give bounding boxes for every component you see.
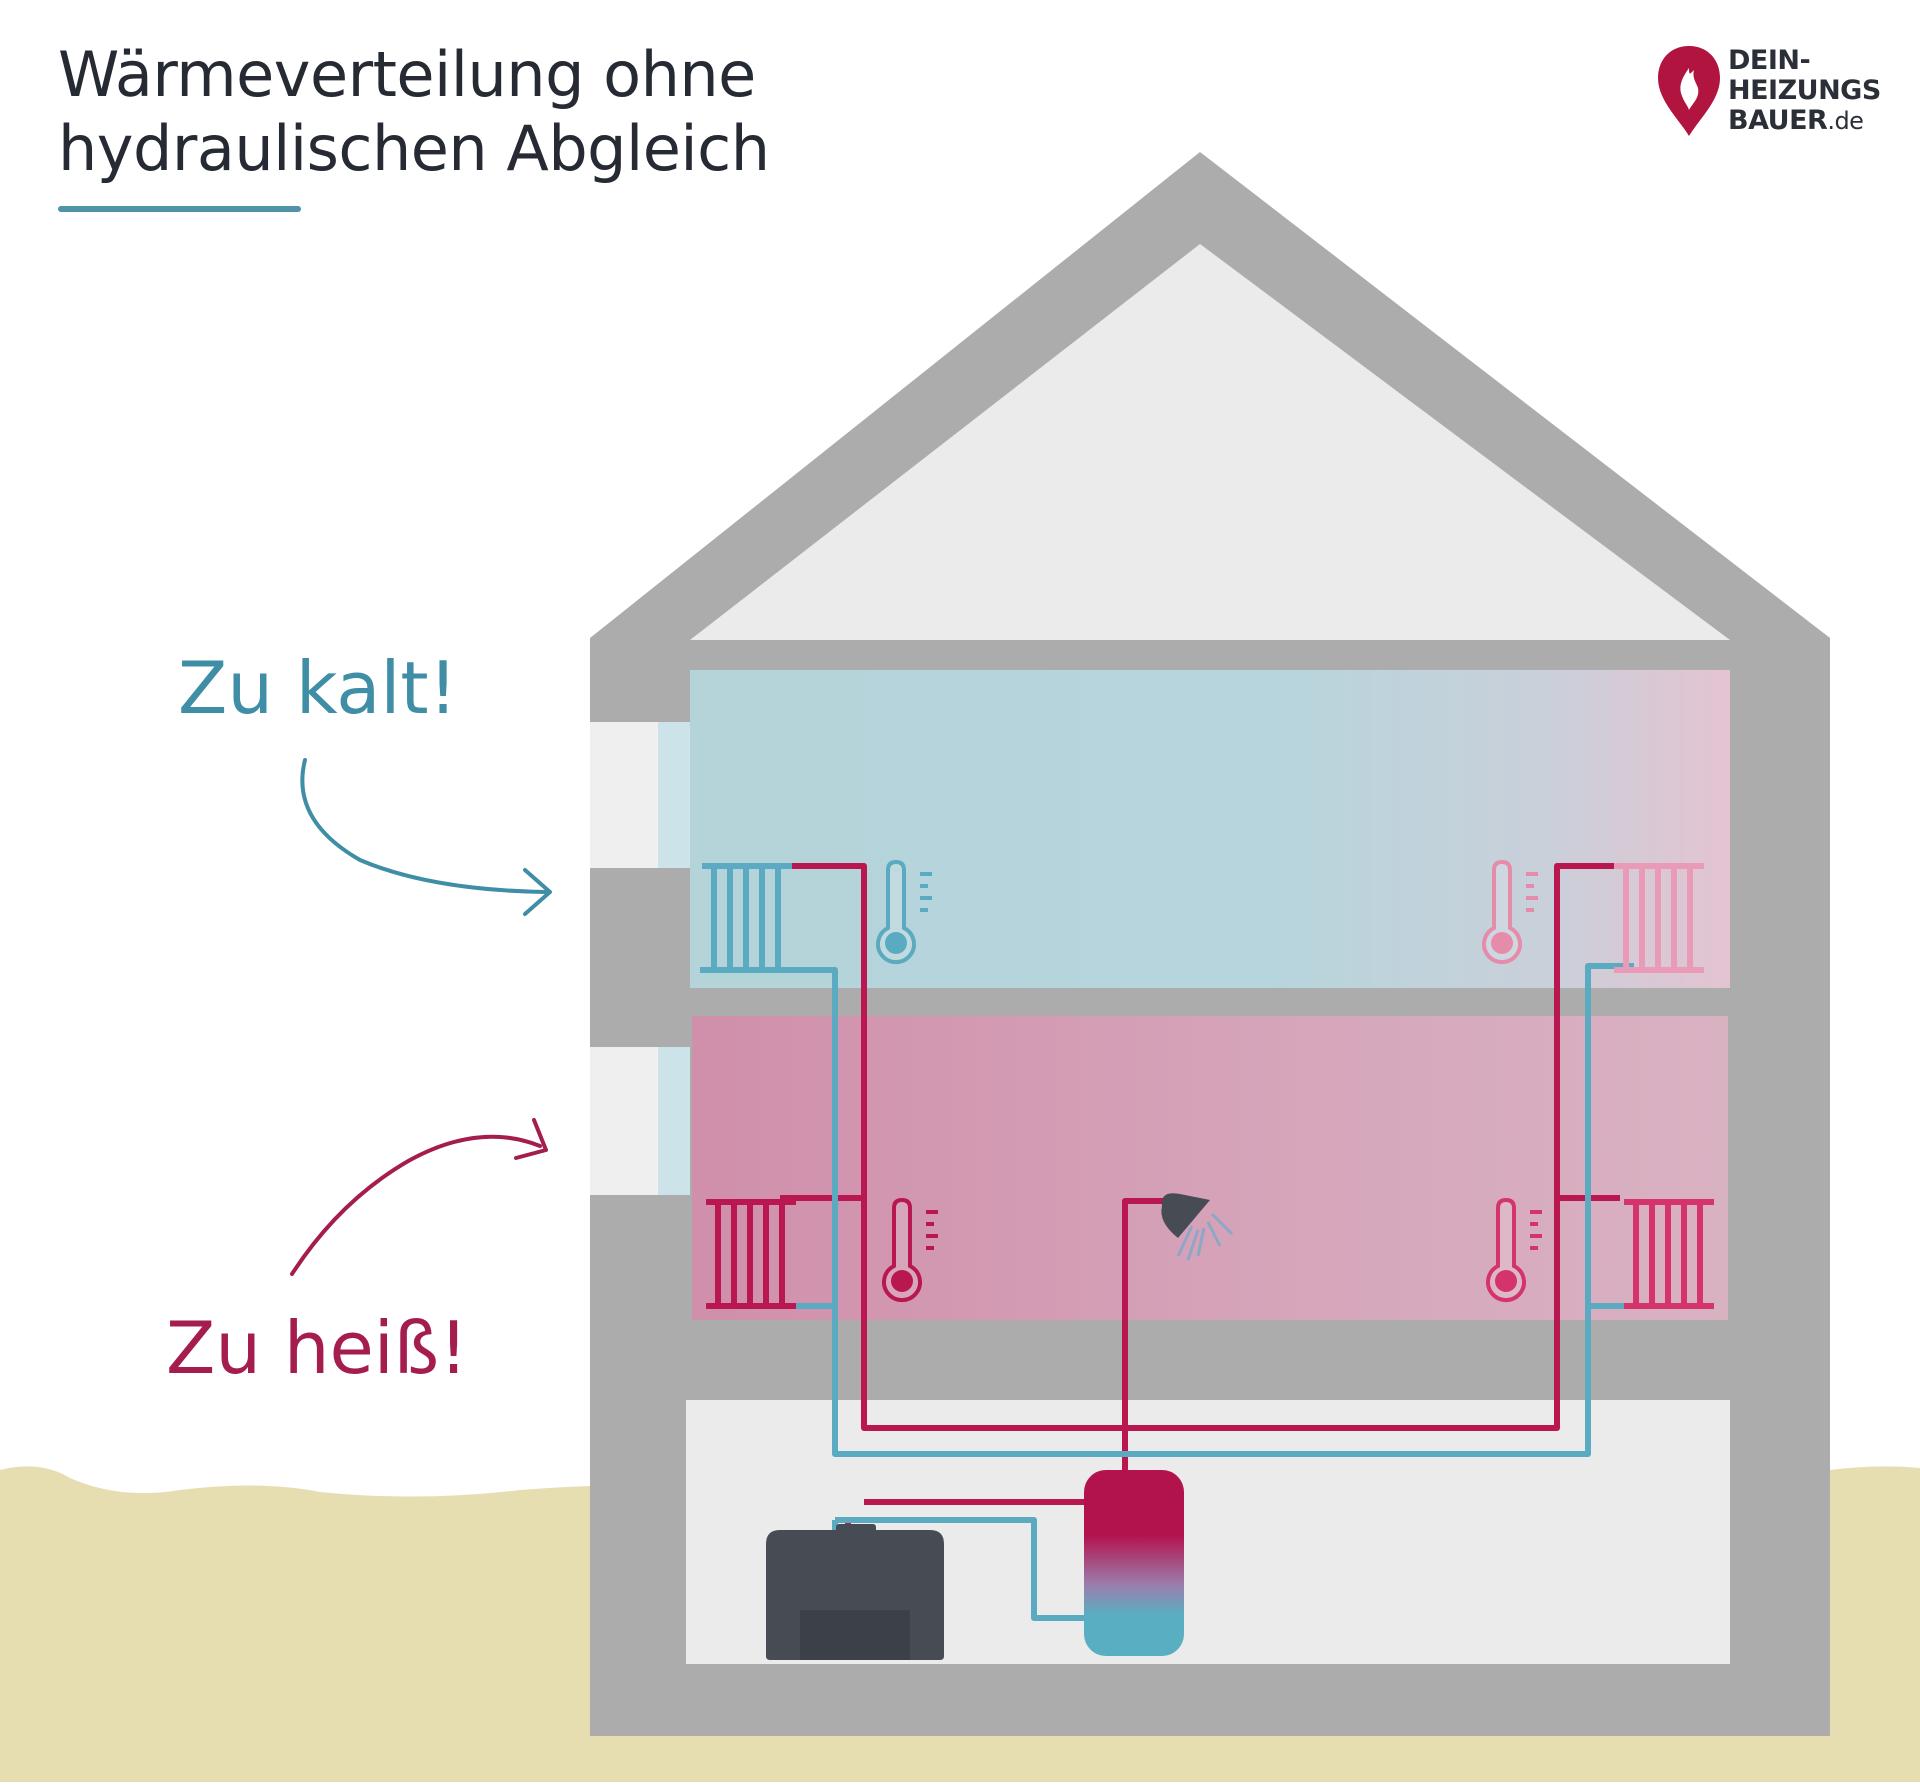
title-line-1: Wärmeverteilung ohne [58, 38, 756, 111]
window-upper [590, 722, 660, 868]
window-middle [590, 1047, 660, 1195]
flame-pin-icon [1658, 46, 1720, 136]
label-too-hot: Zu heiß! [166, 1306, 468, 1390]
window-upper-glass [658, 722, 690, 868]
shower-head-icon [1160, 1193, 1234, 1261]
label-too-cold: Zu kalt! [178, 646, 458, 730]
title-line-2: hydraulischen Abgleich [58, 112, 770, 185]
brand-line-2: HEIZUNGS [1728, 75, 1881, 106]
radiator-upper-right [1614, 863, 1704, 973]
radiator-middle-right [1624, 1199, 1714, 1309]
radiator-middle-left [706, 1199, 796, 1309]
thermometer-icon [876, 859, 932, 965]
page-title: Wärmeverteilung ohne hydraulischen Abgle… [58, 38, 770, 186]
attic [690, 244, 1730, 640]
radiator-upper-left [702, 863, 792, 973]
brand-name: DEIN- HEIZUNGS BAUER.de [1728, 46, 1881, 136]
boiler-icon [766, 1524, 944, 1660]
room-upper [690, 670, 1730, 988]
thermometer-icon [1486, 1197, 1542, 1303]
supply-pipes [780, 863, 1620, 1545]
room-middle [692, 1016, 1728, 1320]
hot-arrow-icon [290, 1134, 542, 1276]
cold-arrow-icon [300, 758, 547, 894]
cold-arrow-head [523, 868, 552, 916]
hot-water-tank-icon [1084, 1470, 1184, 1656]
hot-arrow-head [514, 1118, 548, 1160]
window-middle-glass [658, 1047, 690, 1195]
thermometer-icon [1482, 859, 1538, 965]
thermometer-icon [882, 1197, 938, 1303]
title-underline [58, 206, 301, 212]
brand-main: BAUER [1728, 105, 1828, 136]
brand-logo: DEIN- HEIZUNGS BAUER.de [1656, 44, 1886, 144]
brand-line-1: DEIN- [1728, 45, 1811, 76]
brand-line-3: BAUER.de [1728, 106, 1881, 136]
brand-tld: .de [1827, 107, 1864, 135]
